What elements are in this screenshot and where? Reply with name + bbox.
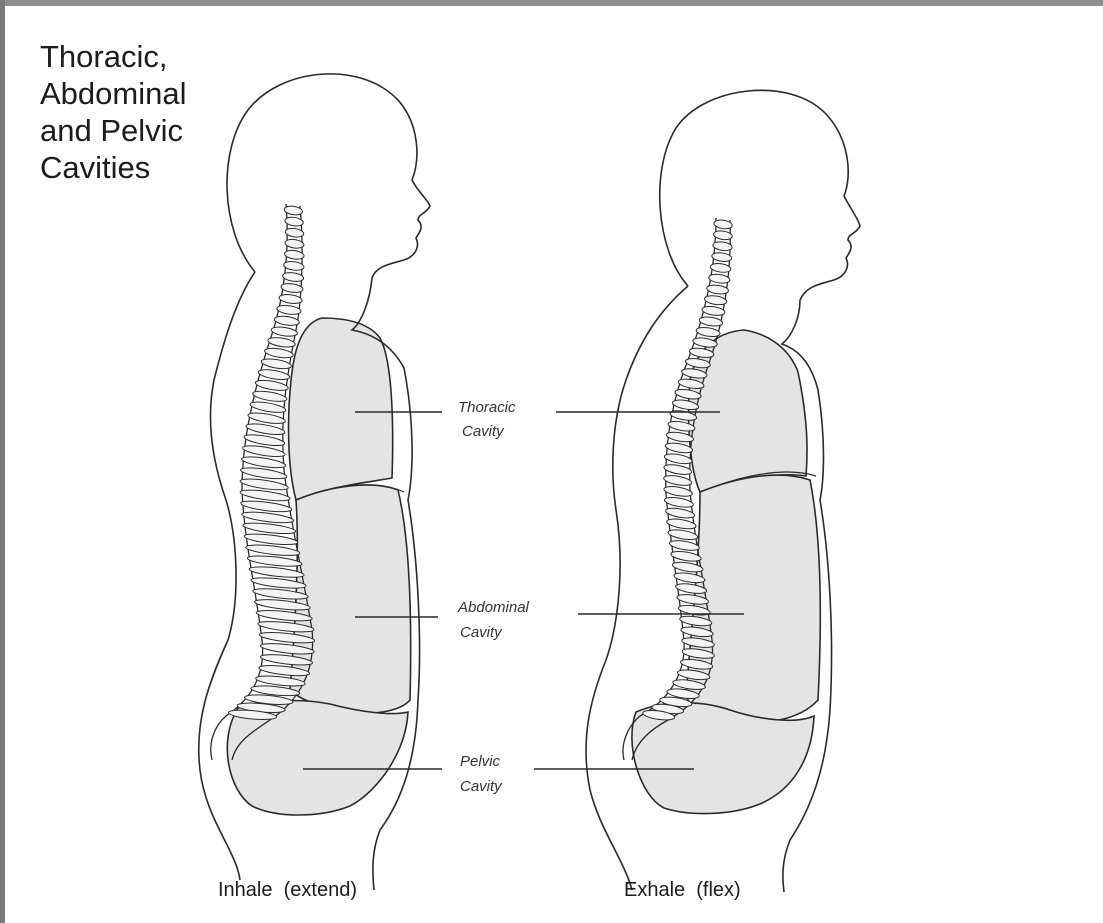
exhale-vertebra <box>664 452 693 465</box>
inhale-vertebra <box>245 543 300 558</box>
exhale-vertebra <box>706 284 729 295</box>
inhale-vertebra <box>271 326 298 338</box>
inhale-vertebra <box>240 488 291 503</box>
exhale-vertebra <box>701 305 725 317</box>
exhale-vertebra <box>666 517 697 530</box>
thoracic-label-line1: Thoracic <box>458 399 516 416</box>
exhale-vertebra <box>699 316 724 328</box>
exhale-vertebra <box>708 273 730 284</box>
inhale-figure <box>199 74 430 890</box>
exhale-vertebra <box>710 262 732 273</box>
inhale-abdominal-cavity <box>290 485 411 713</box>
inhale-vertebra <box>247 411 286 426</box>
title-line-1: Thoracic, <box>40 38 300 75</box>
exhale-vertebra <box>704 294 727 305</box>
inhale-vertebra <box>274 315 300 327</box>
abdominal-label-line2: Cavity <box>460 624 503 641</box>
inhale-vertebra <box>244 532 298 547</box>
exhale-vertebra <box>663 485 693 498</box>
thoracic-label-line2: Cavity <box>462 423 505 440</box>
exhale-vertebra <box>711 252 732 263</box>
inhale-vertebra <box>281 282 304 293</box>
inhale-caption: Inhale (extend) <box>218 879 357 901</box>
title-line-3: and Pelvic <box>40 112 300 149</box>
inhale-vertebra <box>282 271 304 282</box>
inhale-vertebra <box>264 347 294 360</box>
pelvic-label-line2: Cavity <box>460 778 503 795</box>
inhale-vertebra <box>242 521 296 536</box>
exhale-vertebra <box>669 539 700 552</box>
inhale-vertebra <box>255 378 289 392</box>
inhale-vertebra <box>247 554 302 568</box>
inhale-vertebra <box>252 389 288 403</box>
title-line-4: Cavities <box>40 149 300 186</box>
exhale-vertebra <box>663 474 692 487</box>
exhale-figure <box>586 90 860 892</box>
inhale-vertebra <box>267 336 296 348</box>
inhale-vertebra <box>276 304 301 316</box>
exhale-caption: Exhale (flex) <box>624 879 741 901</box>
exhale-vertebra <box>665 441 694 454</box>
inhale-vertebra <box>240 499 292 514</box>
exhale-vertebra <box>692 336 718 348</box>
inhale-vertebra <box>249 400 286 414</box>
inhale-vertebra <box>241 510 294 525</box>
exhale-vertebra <box>664 496 694 509</box>
inhale-vertebra <box>283 260 304 271</box>
exhale-vertebra <box>696 326 721 338</box>
exhale-vertebra <box>665 506 695 519</box>
exhale-head-outline <box>660 90 860 300</box>
exhale-vertebra <box>663 463 692 476</box>
pelvic-label-line1: Pelvic <box>460 753 501 770</box>
inhale-vertebra <box>279 293 303 304</box>
inhale-vertebra <box>258 368 291 382</box>
inhale-vertebra <box>261 357 292 370</box>
diagram-title: Thoracic, Abdominal and Pelvic Cavities <box>40 38 300 186</box>
title-line-2: Abdominal <box>40 75 300 112</box>
exhale-vertebra <box>667 528 698 541</box>
inhale-thoracic-cavity <box>289 318 393 500</box>
abdominal-label-line1: Abdominal <box>457 599 530 616</box>
